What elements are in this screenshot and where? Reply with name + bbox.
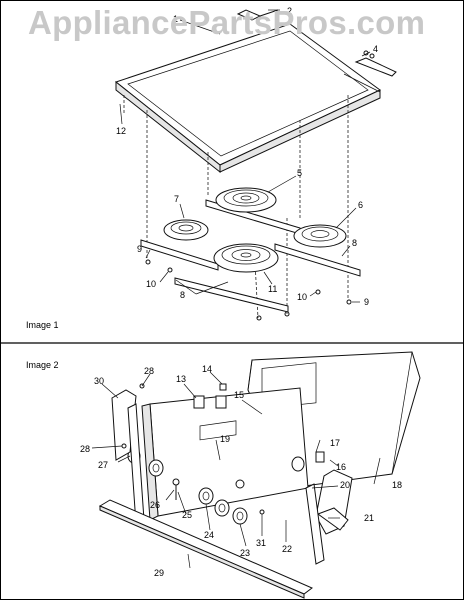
- callout-8-right: 8: [352, 238, 357, 248]
- top-clip: [236, 9, 279, 21]
- callout-22: 22: [282, 544, 292, 554]
- callout-28-left: 28: [80, 444, 90, 454]
- callout-8-front: 8: [180, 290, 185, 300]
- callout-21: 21: [364, 513, 374, 523]
- callout-13: 13: [176, 374, 186, 384]
- control-console: [141, 387, 309, 521]
- trim-strips: [98, 403, 325, 599]
- callouts-image-1: 1 2 4 5 6 7 8 8 9 9 10 10 11 12: [116, 6, 378, 307]
- callout-18: 18: [392, 480, 402, 490]
- callout-15: 15: [234, 390, 244, 400]
- callout-10-right: 10: [297, 292, 307, 302]
- callout-4: 4: [373, 44, 378, 54]
- callout-27: 27: [98, 460, 108, 470]
- callout-28-top: 28: [144, 366, 154, 376]
- callout-11: 11: [268, 284, 277, 294]
- callout-9-left: 9: [137, 244, 142, 254]
- callout-31: 31: [256, 538, 266, 548]
- callout-19: 19: [220, 434, 230, 444]
- panel-title-image-2: Image 2: [26, 360, 59, 370]
- cooktop-assembly: [114, 9, 397, 321]
- callout-30: 30: [94, 376, 104, 386]
- callout-26: 26: [150, 500, 160, 510]
- callout-6: 6: [358, 200, 363, 210]
- watermark: AppliancePartsPros.com: [28, 4, 426, 41]
- callout-5: 5: [297, 168, 302, 178]
- callout-10-left: 10: [146, 279, 156, 289]
- callout-7: 7: [174, 194, 179, 204]
- cooktop-main-top: [114, 23, 381, 174]
- surface-elements: [163, 187, 347, 273]
- callout-17: 17: [330, 438, 340, 448]
- callout-12: 12: [116, 126, 126, 136]
- control-panel-assembly: [91, 351, 421, 599]
- callout-14: 14: [202, 364, 212, 374]
- rotary-switches: [193, 383, 325, 463]
- callout-16: 16: [336, 462, 346, 472]
- callout-24: 24: [204, 530, 214, 540]
- callout-9-right: 9: [364, 297, 369, 307]
- callout-29: 29: [154, 568, 164, 578]
- callout-25: 25: [182, 510, 192, 520]
- callouts-image-2: 13 14 15 16 17 18 19 20 21 22 23 24 25 2…: [80, 364, 402, 578]
- callout-20: 20: [340, 480, 350, 490]
- callout-23: 23: [240, 548, 250, 558]
- callout-1: 1: [173, 14, 178, 24]
- panel-title-image-1: Image 1: [26, 320, 59, 330]
- hinge-bracket: [354, 50, 397, 77]
- callout-2: 2: [287, 6, 292, 16]
